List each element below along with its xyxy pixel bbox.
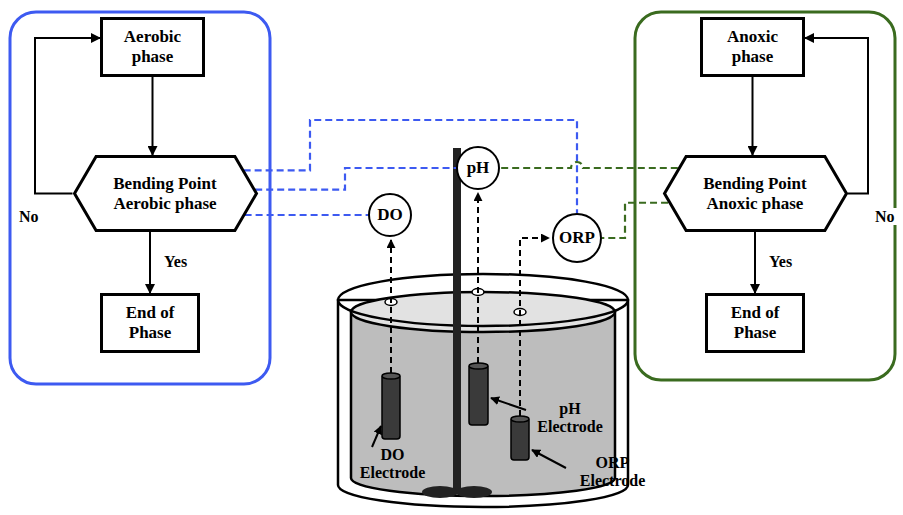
sensor-circle: DO [368, 193, 412, 237]
flow-arrow [149, 232, 151, 293]
node-text: End of Phase [713, 303, 797, 342]
phase-box: Aerobic phase [100, 17, 205, 77]
branch-label: No [873, 208, 897, 226]
aerobic-group-frame [10, 12, 270, 384]
node-text: Bending Point Aerobic phase [100, 174, 230, 213]
end-box: End of Phase [100, 293, 200, 353]
signal-connector [602, 203, 668, 238]
node-text: Aerobic phase [108, 27, 197, 66]
flow-arrow [152, 77, 154, 155]
end-box: End of Phase [705, 293, 805, 353]
branch-label: Yes [767, 253, 794, 271]
signal-connector [500, 162, 678, 168]
node-text: Bending Point Anoxic phase [690, 174, 820, 213]
branch-label: Yes [162, 253, 189, 271]
signal-connector [245, 214, 368, 216]
sensor-signal-lines [391, 193, 549, 416]
stirrer [422, 148, 492, 498]
electrode-label: ORP Electrode [565, 454, 660, 491]
flow-arrow [752, 77, 754, 155]
branch-label: No [17, 208, 41, 226]
node-text: End of Phase [108, 303, 192, 342]
phase-box: Anoxic phase [700, 17, 805, 77]
decision-hexagon: Bending Point Aerobic phase [73, 155, 258, 232]
sensor-circle: ORP [552, 213, 602, 263]
electrodes [382, 363, 529, 460]
anoxic-group-frame [635, 12, 895, 380]
node-text: ORP [559, 228, 595, 248]
signal-connector [255, 168, 456, 190]
node-text: DO [377, 205, 403, 225]
decision-hexagon: Bending Point Anoxic phase [663, 155, 848, 232]
node-text: pH [467, 158, 490, 178]
sensor-circle: pH [456, 146, 500, 190]
electrode-label: DO Electrode [350, 446, 435, 483]
electrode-label: pH Electrode [525, 400, 615, 437]
reactor [338, 274, 628, 507]
flow-arrow [754, 232, 756, 293]
node-text: Anoxic phase [708, 27, 797, 66]
signal-connector [244, 120, 577, 213]
